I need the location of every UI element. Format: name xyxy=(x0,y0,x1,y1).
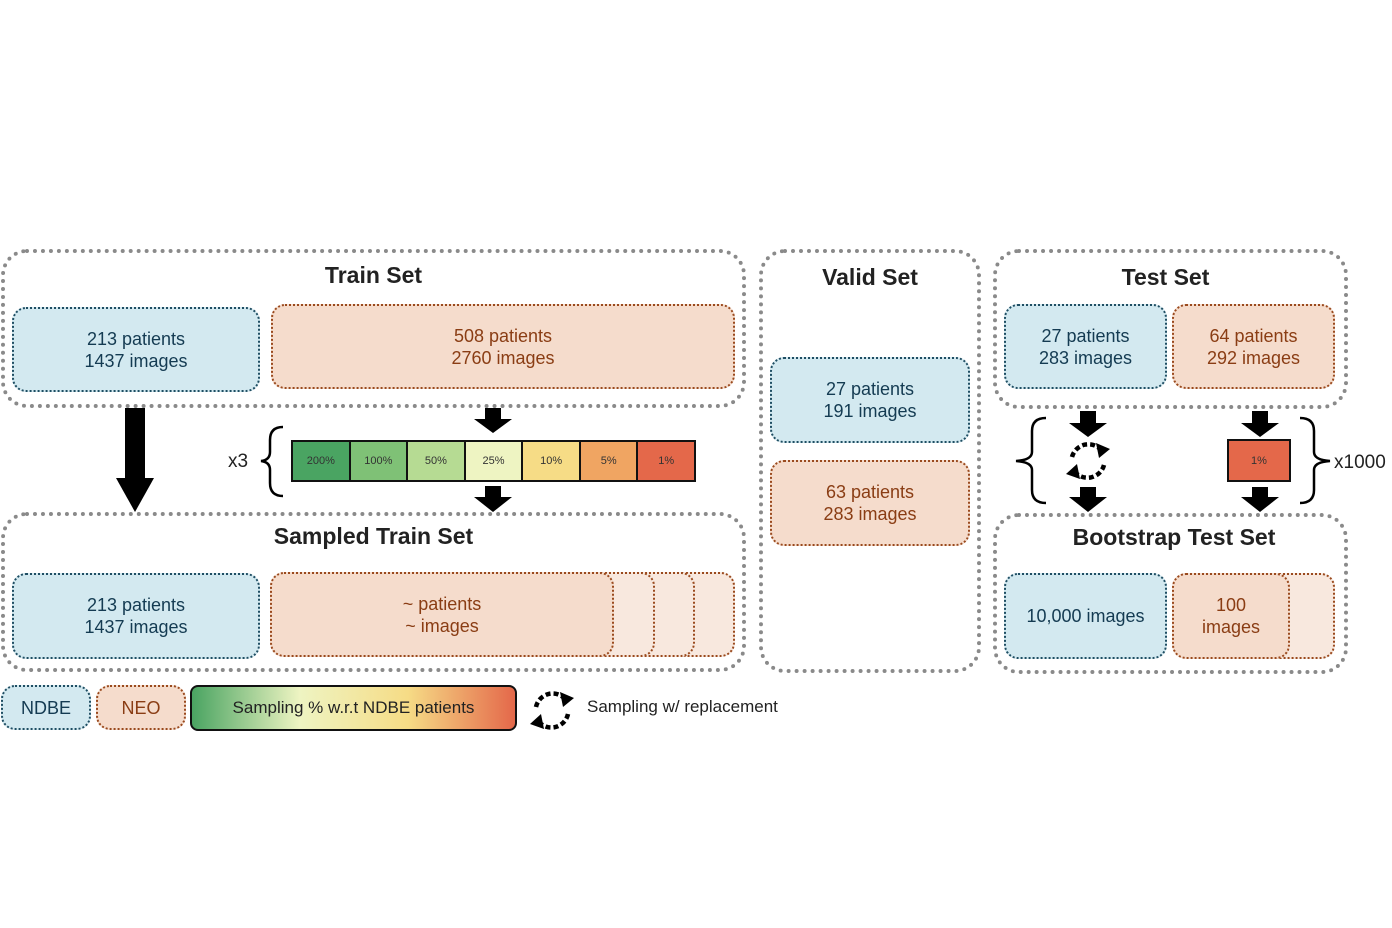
train-multiplier-label: x3 xyxy=(228,451,249,472)
sampling-percentage-bar: 200%100%50%25%10%5%1% xyxy=(291,440,696,482)
bootstrap-ndbe-box: 10,000 images xyxy=(1004,573,1167,659)
sampling-cell-200pct: 200% xyxy=(293,442,351,480)
legend-gradient-bar: Sampling % w.r.t NDBE patients xyxy=(190,685,517,731)
train-to-sampled-arrow xyxy=(116,408,154,512)
legend-cycle-arrow-head-2 xyxy=(530,714,544,729)
bootstrap-multiplier-label: x1000 xyxy=(1334,452,1386,473)
valid-ndbe-patients: 27 patients xyxy=(825,379,915,399)
test-neo-patients: 64 patients xyxy=(1209,325,1298,346)
legend-neo: NEO xyxy=(96,685,186,730)
x3-brace xyxy=(260,425,284,498)
valid-ndbe-images: 191 images xyxy=(823,401,917,421)
sampling-cell-5pct: 5% xyxy=(580,442,639,480)
bootstrap-neo-images: images xyxy=(1201,617,1261,637)
legend-ndbe-label: NDBE xyxy=(20,697,71,718)
sampled-neo-box: ~ patients~ images xyxy=(270,572,614,657)
bootstrap-left-brace xyxy=(1015,416,1047,505)
bootstrap-ndbe-down-arrow xyxy=(1069,487,1107,512)
cycle-arrow-head-1 xyxy=(1096,443,1110,458)
bar-to-sampled-arrow xyxy=(474,486,512,512)
sampled-train-set-frame xyxy=(1,512,746,672)
train-set-frame xyxy=(1,249,746,408)
test-ndbe-down-arrow xyxy=(1069,411,1107,437)
test-ndbe-patients: 27 patients xyxy=(1041,325,1130,346)
cycle-arrow-head-2 xyxy=(1066,464,1080,479)
test-set-title: Test Set xyxy=(1121,264,1210,290)
legend-cycle-arrow-head-1 xyxy=(560,692,574,707)
legend-gradient-label: Sampling % w.r.t NDBE patients xyxy=(232,698,475,717)
sampling-cell-50pct: 50% xyxy=(408,442,466,480)
test-neo-images: 292 images xyxy=(1206,347,1301,368)
legend-replacement-label: Sampling w/ replacement xyxy=(587,697,778,716)
bootstrap-test-set-title: Bootstrap Test Set xyxy=(1072,524,1276,550)
train-ndbe-patients: 213 patients xyxy=(86,328,186,349)
bootstrap-test-set-frame xyxy=(993,513,1348,674)
train-neo-patients: 508 patients xyxy=(453,325,553,346)
sampling-cell-10pct: 10% xyxy=(523,442,581,480)
test-ndbe-images: 283 images xyxy=(1038,347,1133,368)
valid-neo-patients: 63 patients xyxy=(825,482,915,502)
sampled-neo-images: ~ images xyxy=(405,615,479,636)
valid-set-title: Valid Set xyxy=(822,264,918,290)
train-neo-images: 2760 images xyxy=(451,347,555,368)
legend-ndbe: NDBE xyxy=(1,685,91,730)
bootstrap-right-brace xyxy=(1299,416,1331,505)
bootstrap-cell-label: 1% xyxy=(1251,454,1267,467)
sampled-ndbe-patients: 213 patients xyxy=(86,595,186,615)
sampled-neo-patients: ~ patients xyxy=(402,593,482,614)
sampled-ndbe-images: 1437 images xyxy=(84,617,188,637)
test-set-frame xyxy=(993,249,1348,409)
test-neo-down-arrow xyxy=(1241,411,1279,437)
train-ndbe-images: 1437 images xyxy=(84,350,188,371)
bootstrap-ndbe-images: 10,000 images xyxy=(1026,606,1145,626)
sampling-cell-25pct: 25% xyxy=(465,442,524,480)
train-set-title: Train Set xyxy=(324,262,423,288)
sampling-cell-1pct: 1% xyxy=(638,442,695,480)
sampling-cell-100pct: 100% xyxy=(350,442,409,480)
legend-neo-label: NEO xyxy=(121,697,161,718)
valid-set-frame xyxy=(759,249,981,673)
sampled-train-set-title: Sampled Train Set xyxy=(273,523,474,549)
bootstrap-sampling-cell: 1% xyxy=(1227,439,1291,482)
bootstrap-neo-count: 100 xyxy=(1215,595,1247,615)
bootstrap-neo-down-arrow xyxy=(1241,487,1279,512)
neo-to-bar-arrow xyxy=(474,408,512,433)
valid-neo-images: 283 images xyxy=(823,504,917,524)
